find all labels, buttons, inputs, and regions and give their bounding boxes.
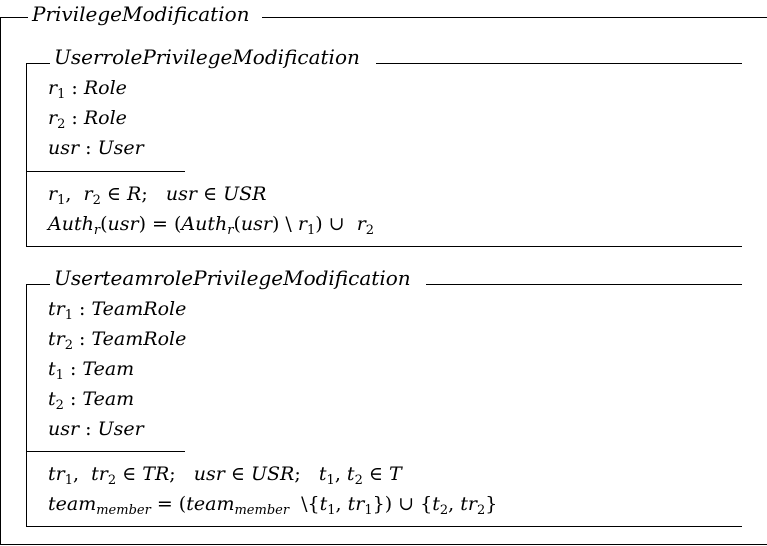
schema2-separator-line	[26, 451, 185, 452]
schema2-title: UserteamrolePrivilegeModification	[50, 266, 415, 290]
schema1-separator-line	[26, 171, 185, 172]
schema1-left-line	[26, 63, 27, 247]
schema1-decl-r2: r2 : Role	[48, 107, 127, 132]
schema2-top-right-line	[426, 284, 742, 285]
schema2-bottom-line	[26, 526, 742, 527]
schema1-top-right-line	[376, 63, 742, 64]
schema2-decl-usr: usr : User	[48, 418, 144, 440]
outer-left-line	[0, 17, 1, 545]
schema2-predicate-team-member: teammember = (teammember \{t1, tr1}) ∪ {…	[48, 493, 498, 518]
schema1-decl-usr: usr : User	[48, 137, 144, 159]
schema2-decl-t2: t2 : Team	[48, 388, 135, 413]
schema2-decl-tr1: tr1 : TeamRole	[48, 298, 187, 323]
schema2-top-left-line	[26, 284, 50, 285]
schema2-decl-t1: t1 : Team	[48, 358, 135, 383]
schema1-decl-r1: r1 : Role	[48, 77, 127, 102]
schema1-bottom-line	[26, 246, 742, 247]
schema2-left-line	[26, 284, 27, 527]
schema1-title: UserrolePrivilegeModification	[50, 45, 364, 69]
outer-top-right-line	[262, 17, 767, 18]
schema1-predicate-auth: Authr(usr) = (Authr(usr) \ r1) ∪ r2	[48, 213, 375, 238]
outer-bottom-line	[0, 544, 767, 545]
outer-top-left-line	[0, 17, 28, 18]
schema1-top-left-line	[26, 63, 50, 64]
schema1-predicate-membership: r1, r2 ∈ R; usr ∈ USR	[48, 183, 267, 208]
outer-schema-title: PrivilegeModification	[28, 2, 254, 26]
schema2-decl-tr2: tr2 : TeamRole	[48, 328, 187, 353]
schema2-predicate-membership: tr1, tr2 ∈ TR; usr ∈ USR; t1, t2 ∈ T	[48, 463, 402, 488]
